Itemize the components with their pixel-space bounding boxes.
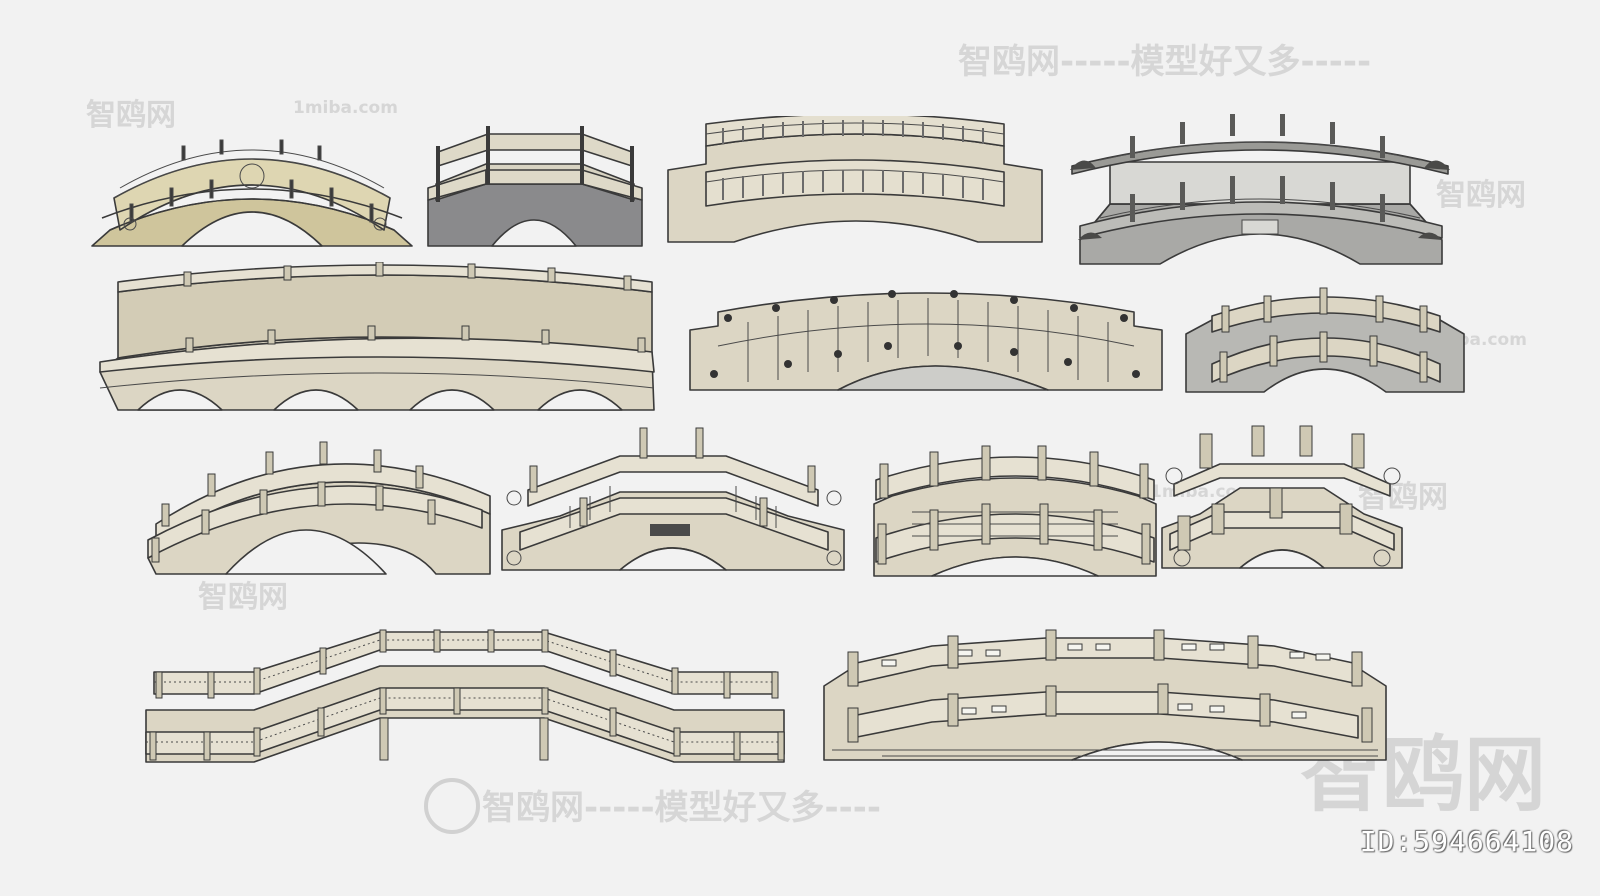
zigzag-pier-bridge xyxy=(145,629,785,763)
wavy-parapet-bridge xyxy=(689,290,1163,391)
high-arch-bridge xyxy=(147,441,491,575)
long-panel-bridge xyxy=(823,629,1387,761)
brick-stair-bridge xyxy=(427,126,643,247)
watermark-id: ID:594664108 xyxy=(1359,825,1574,858)
post-rail-bridge xyxy=(1161,425,1403,569)
stepped-plaque-bridge xyxy=(501,427,845,571)
watermark-mid-left: 智鸥网 xyxy=(198,580,288,615)
watermark-top-right: 智鸥网-----模型好又多----- xyxy=(958,42,1372,82)
grey-ornate-bridge xyxy=(1070,114,1450,265)
watermark-top-left-brand: 智鸥网 xyxy=(86,98,176,133)
watermark-logo-icon xyxy=(424,778,480,834)
long-balustrade-bridge xyxy=(667,116,1043,243)
watermark-bottom-center: 智鸥网-----模型好又多---- xyxy=(482,788,882,828)
watermark-mid-right: 智鸥网 xyxy=(1436,178,1526,213)
yellow-arched-stone-bridge xyxy=(91,139,413,247)
watermark-site-top: 1miba.com xyxy=(293,98,398,118)
grey-small-arch-bridge xyxy=(1185,287,1465,393)
panel-rail-bridge xyxy=(873,445,1157,577)
four-arch-flat-bridge xyxy=(99,262,655,411)
